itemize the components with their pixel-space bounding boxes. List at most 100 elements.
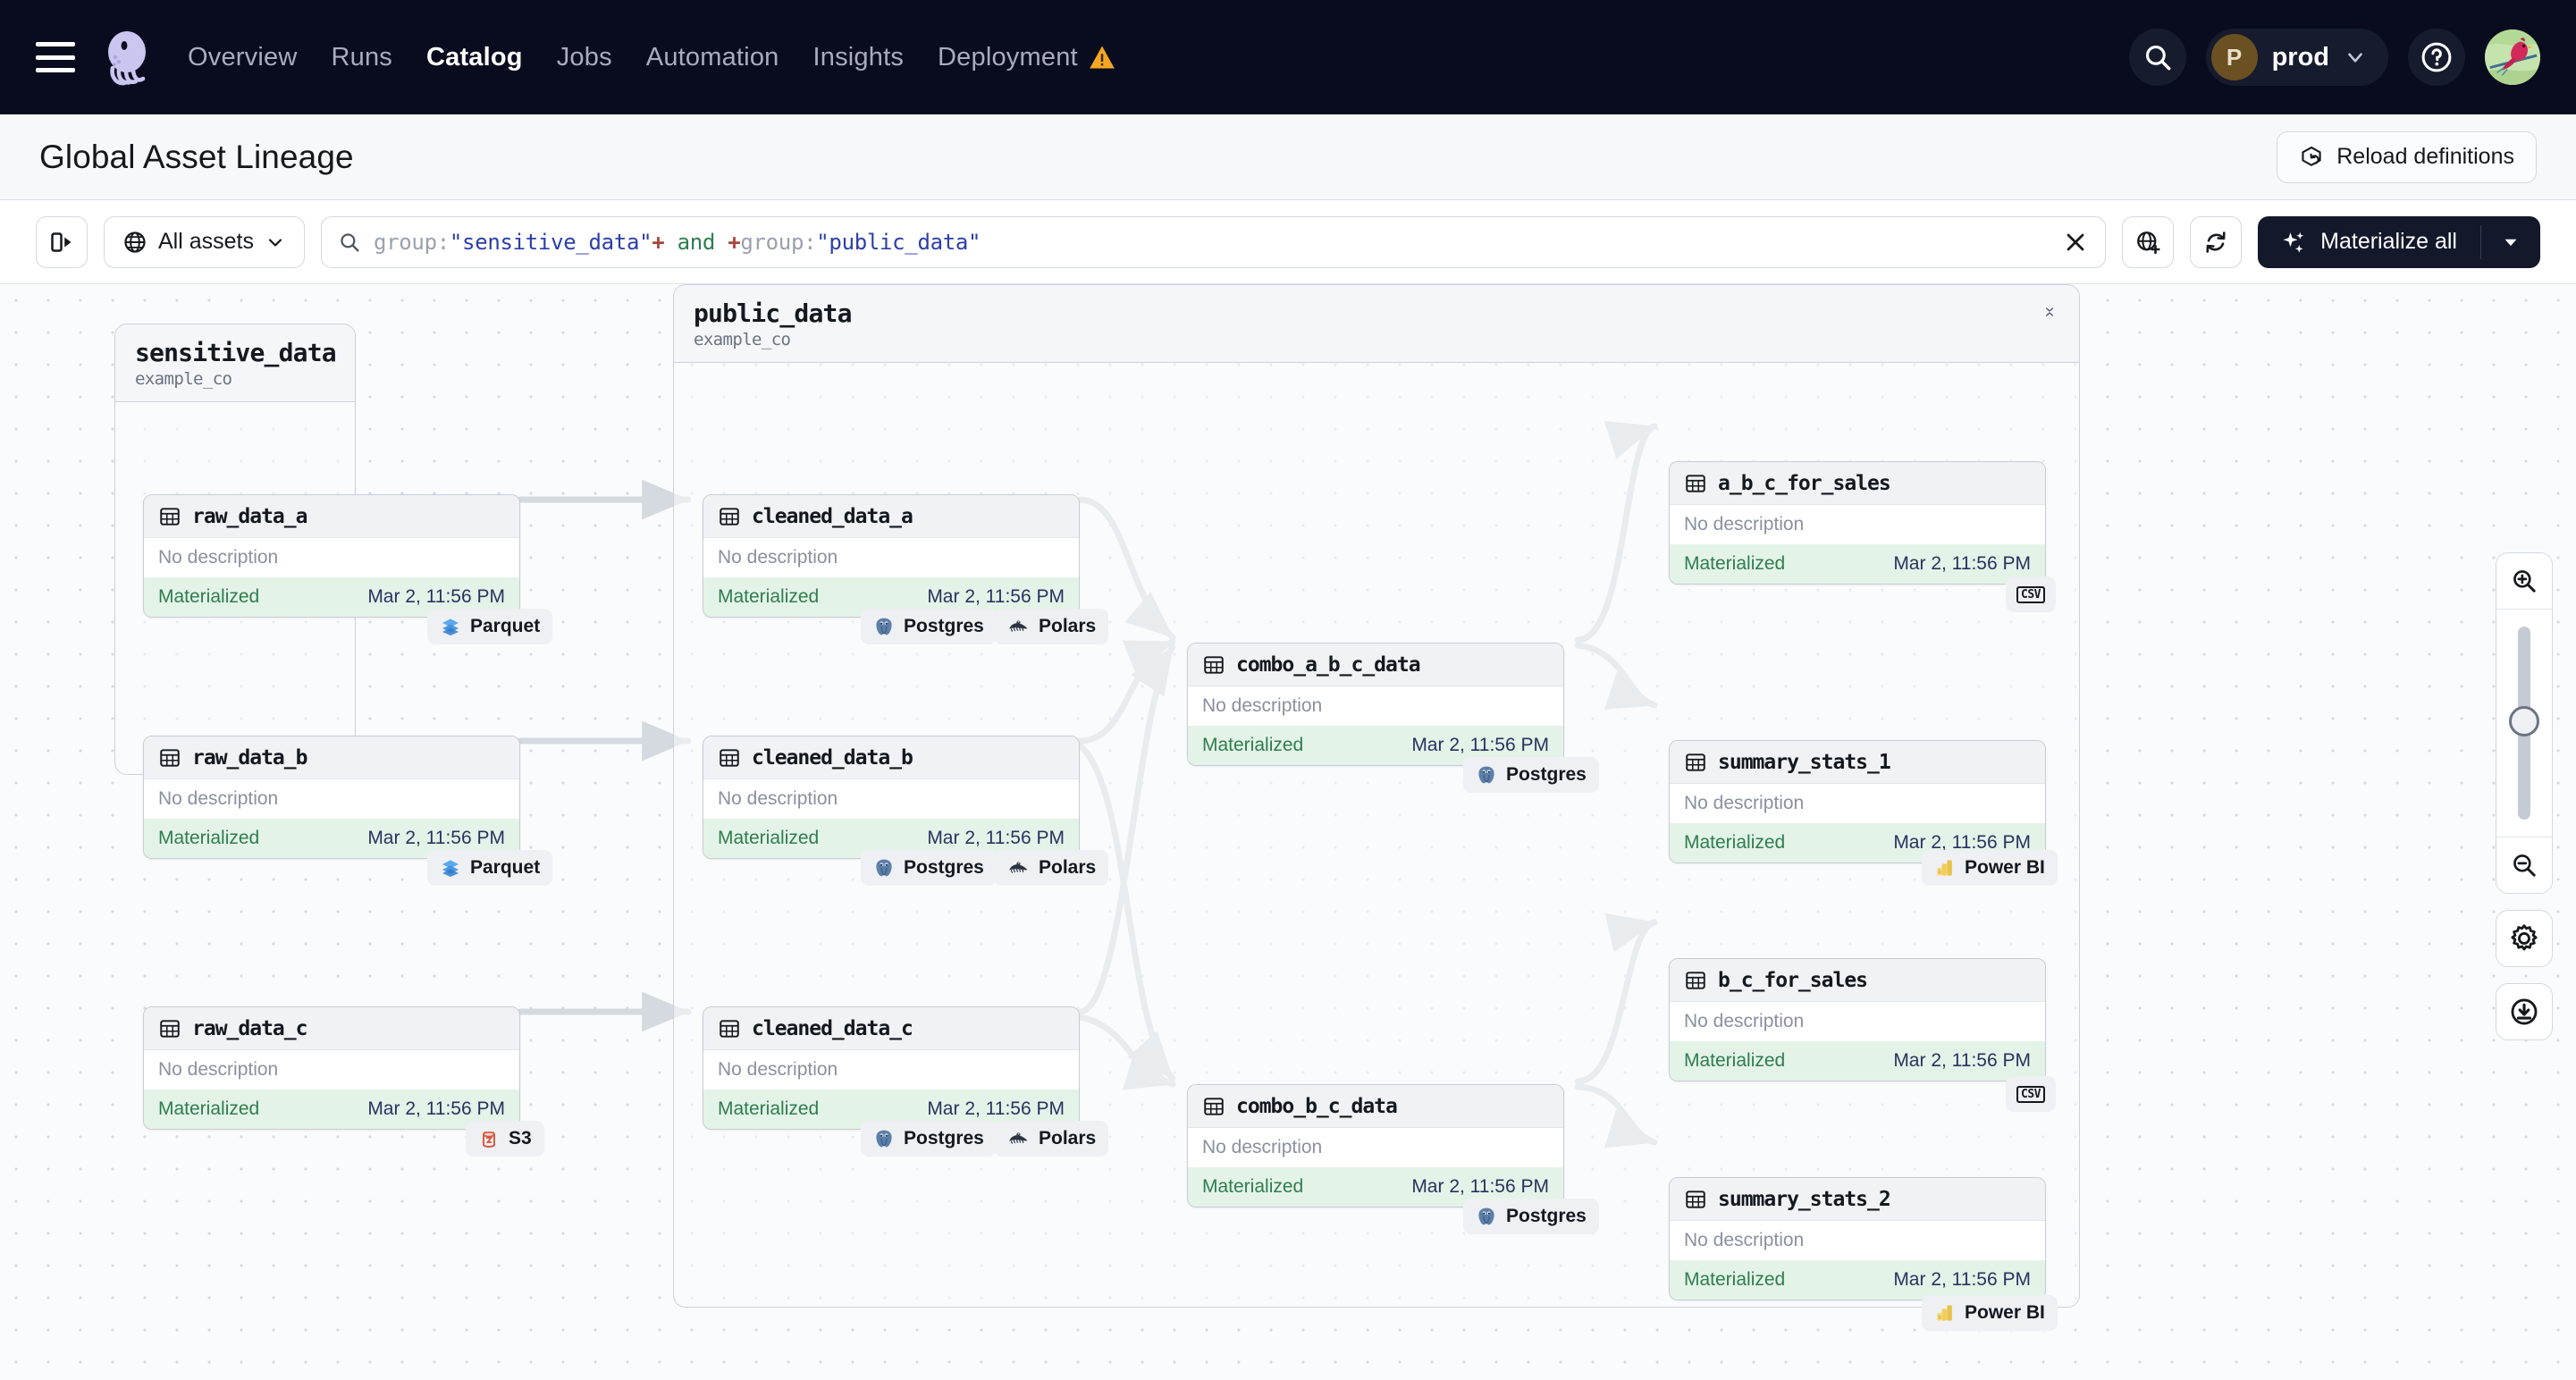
- zoom-in-button[interactable]: [2496, 553, 2552, 609]
- refresh-lineage-button[interactable]: [2190, 215, 2243, 268]
- asset-tag[interactable]: CSV: [2006, 1076, 2056, 1112]
- nav-link-overview[interactable]: Overview: [188, 42, 298, 72]
- download-lineage-button[interactable]: [2496, 983, 2553, 1040]
- postgres-icon: [876, 618, 892, 635]
- asset-query-search-box[interactable]: group:"sensitive_data"+ and +group:"publ…: [320, 215, 2107, 268]
- clear-query-icon[interactable]: [2062, 229, 2089, 256]
- asset-tag[interactable]: Postgres: [1463, 1199, 1599, 1234]
- asset-tag[interactable]: CSV: [2006, 576, 2056, 612]
- asset-tag[interactable]: Parquet: [427, 609, 553, 644]
- dagster-logo-icon[interactable]: [100, 29, 157, 86]
- asset-node-header[interactable]: b_c_for_sales: [1670, 959, 2045, 1002]
- nav-link-automation[interactable]: Automation: [645, 42, 779, 72]
- asset-tag[interactable]: S3: [466, 1121, 544, 1157]
- collapse-group-icon[interactable]: [2040, 299, 2059, 319]
- asset-tag[interactable]: Postgres: [861, 609, 997, 644]
- asset-node-header[interactable]: cleaned_data_a: [703, 495, 1079, 538]
- nav-link-catalog[interactable]: Catalog: [425, 42, 523, 72]
- zoom-in-icon: [2513, 570, 2536, 593]
- powerbi-icon: [1937, 860, 1952, 876]
- group-code-location: example_co: [694, 330, 791, 350]
- query-token: "public_data": [816, 229, 981, 255]
- deployment-switcher-button[interactable]: P prod: [2205, 29, 2388, 86]
- nav-link-runs[interactable]: Runs: [331, 42, 392, 72]
- table-asset-icon: [160, 1019, 180, 1038]
- asset-node-header[interactable]: summary_stats_2: [1670, 1178, 2045, 1221]
- reload-definitions-button[interactable]: Reload definitions: [2277, 130, 2537, 183]
- asset-query-input[interactable]: group:"sensitive_data"+ and +group:"publ…: [374, 230, 2050, 255]
- search-icon: [2145, 45, 2171, 71]
- asset-tag[interactable]: Postgres: [861, 850, 997, 886]
- asset-node-header[interactable]: cleaned_data_c: [703, 1007, 1079, 1050]
- asset-node-header[interactable]: combo_a_b_c_data: [1188, 644, 1563, 686]
- asset-tag[interactable]: Polars: [994, 850, 1109, 886]
- asset-status-label: Materialized: [158, 586, 260, 607]
- asset-tag-label: Postgres: [904, 616, 984, 636]
- table-asset-icon: [1686, 971, 1705, 989]
- asset-tag[interactable]: Polars: [994, 1121, 1109, 1157]
- table-asset-icon: [1686, 753, 1705, 771]
- asset-lineage-canvas[interactable]: sensitive_data example_co public_data ex…: [0, 284, 2576, 1380]
- deployment-initial-avatar: P: [2210, 34, 2258, 80]
- asset-node-header[interactable]: summary_stats_1: [1670, 741, 2045, 784]
- nav-link-deployment[interactable]: Deployment: [938, 43, 1115, 72]
- materialize-all-label-group[interactable]: Materialize all: [2258, 229, 2480, 256]
- asset-tag[interactable]: Power BI: [1922, 1295, 2058, 1331]
- add-global-filter-button[interactable]: [2122, 215, 2175, 268]
- user-avatar[interactable]: [2485, 29, 2540, 85]
- asset-tag[interactable]: Power BI: [1922, 850, 2058, 886]
- help-button[interactable]: [2408, 29, 2465, 86]
- lineage-settings-button[interactable]: [2496, 910, 2553, 967]
- toggle-sidebar-button[interactable]: [36, 215, 88, 268]
- asset-node-description: No description: [144, 779, 519, 819]
- asset-tag[interactable]: Postgres: [861, 1121, 997, 1157]
- asset-node-header[interactable]: raw_data_c: [144, 1007, 519, 1050]
- asset-node-header[interactable]: raw_data_b: [144, 736, 519, 779]
- query-token: "sensitive_data": [449, 229, 652, 255]
- csv-icon: CSV: [2016, 1085, 2045, 1103]
- asset-scope-selector[interactable]: All assets: [104, 215, 305, 268]
- zoom-slider[interactable]: [2496, 609, 2552, 837]
- asset-tag[interactable]: Parquet: [427, 850, 553, 886]
- asset-node-description: No description: [703, 779, 1079, 819]
- nav-link-jobs[interactable]: Jobs: [556, 42, 612, 72]
- query-token: [715, 230, 728, 255]
- asset-node-header[interactable]: raw_data_a: [144, 495, 519, 538]
- hamburger-menu-icon[interactable]: [36, 42, 75, 72]
- table-asset-icon: [720, 748, 739, 767]
- postgres-icon: [1478, 766, 1494, 784]
- query-token: group:: [373, 229, 450, 255]
- asset-tag[interactable]: Polars: [994, 609, 1109, 644]
- materialize-all-button[interactable]: Materialize all: [2258, 215, 2540, 268]
- zoom-slider-thumb[interactable]: [2509, 706, 2539, 736]
- asset-node-name: raw_data_c: [192, 1016, 307, 1040]
- asset-tag[interactable]: Postgres: [1463, 757, 1599, 793]
- asset-node-header[interactable]: cleaned_data_b: [703, 736, 1079, 779]
- global-search-button[interactable]: [2128, 29, 2186, 86]
- zoom-out-button[interactable]: [2496, 837, 2552, 893]
- asset-node-header[interactable]: a_b_c_for_sales: [1670, 462, 2045, 505]
- canvas-zoom-controls: [2496, 552, 2553, 1040]
- primary-nav-links: Overview Runs Catalog Jobs Automation In…: [188, 43, 1115, 72]
- nav-link-insights[interactable]: Insights: [812, 42, 905, 72]
- asset-node-header[interactable]: combo_b_c_data: [1188, 1085, 1563, 1128]
- materialize-options-dropdown[interactable]: [2481, 232, 2540, 252]
